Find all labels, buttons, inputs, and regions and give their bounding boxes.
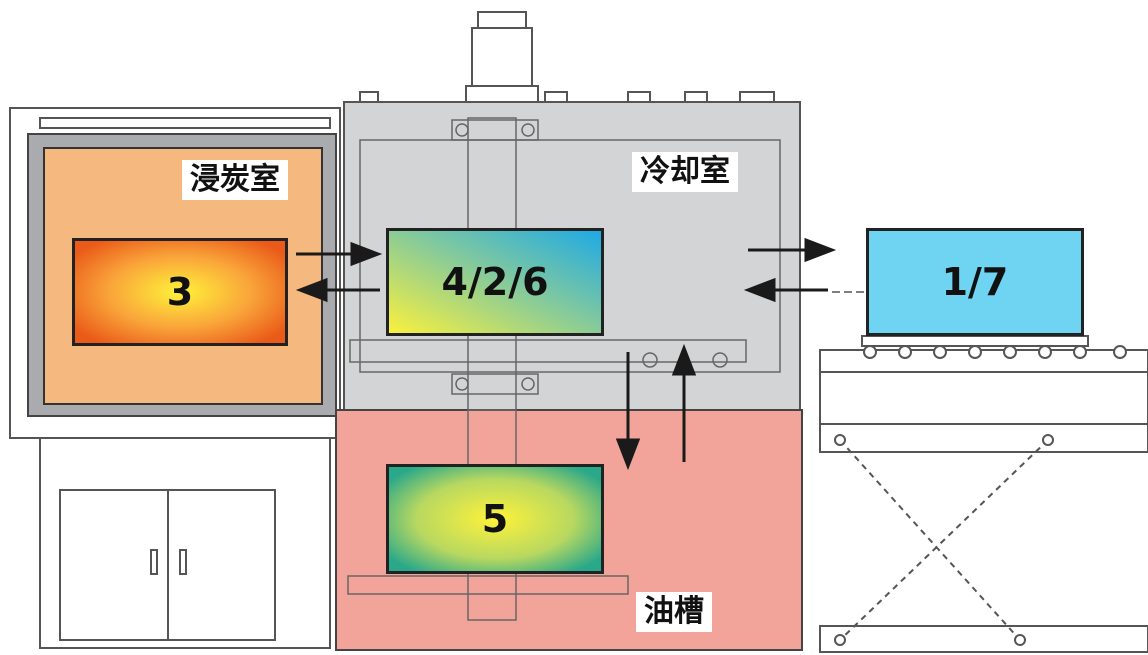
loading-table [819, 335, 1148, 653]
workpiece-box-1-7 [866, 228, 1084, 336]
workpiece-4-2-6: 4/2/6 [386, 228, 604, 336]
cooling-chamber-label: 冷却室 [632, 152, 738, 192]
carburizing-chamber-label: 浸炭室 [182, 160, 288, 200]
arrow-down-to-oil [615, 438, 641, 471]
workpiece-3: 3 [72, 238, 288, 346]
workpiece-box-3 [72, 238, 288, 346]
arrow-to-cooling [350, 241, 383, 267]
arrow-from-loading [743, 277, 776, 303]
top-fan-unit [359, 11, 775, 105]
arrow-to-carburizing [295, 277, 328, 303]
arrow-up-from-oil [671, 343, 697, 376]
workpiece-box-4-2-6 [386, 228, 604, 336]
workpiece-1-7: 1/7 [866, 228, 1084, 336]
oil-tank-label: 油槽 [636, 592, 712, 632]
workpiece-5: 5 [386, 464, 604, 574]
workpiece-box-5 [386, 464, 604, 574]
transfer-arrows [295, 237, 837, 471]
oil-tank-tray [347, 575, 629, 595]
arrow-to-loading [804, 237, 837, 263]
